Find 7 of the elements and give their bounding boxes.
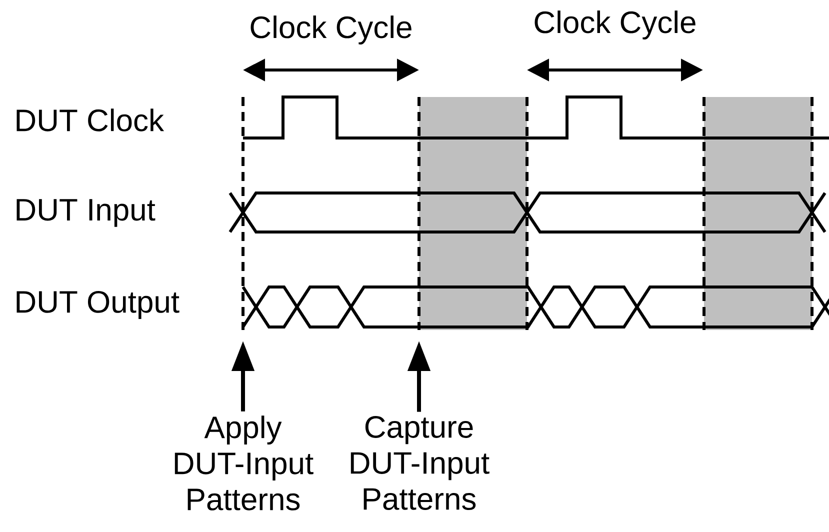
dimension-label: Clock Cycle bbox=[534, 10, 696, 40]
annotation-text: Apply DUT-Input Patterns bbox=[174, 416, 314, 510]
dimension-label: Clock Cycle bbox=[250, 16, 412, 44]
signal-name: DUT Input bbox=[16, 199, 156, 227]
annotation-text: Capture DUT-Input Patterns bbox=[350, 416, 490, 510]
signal-name: DUT Output bbox=[16, 290, 180, 320]
signal-name: DUT Clock bbox=[16, 108, 164, 132]
